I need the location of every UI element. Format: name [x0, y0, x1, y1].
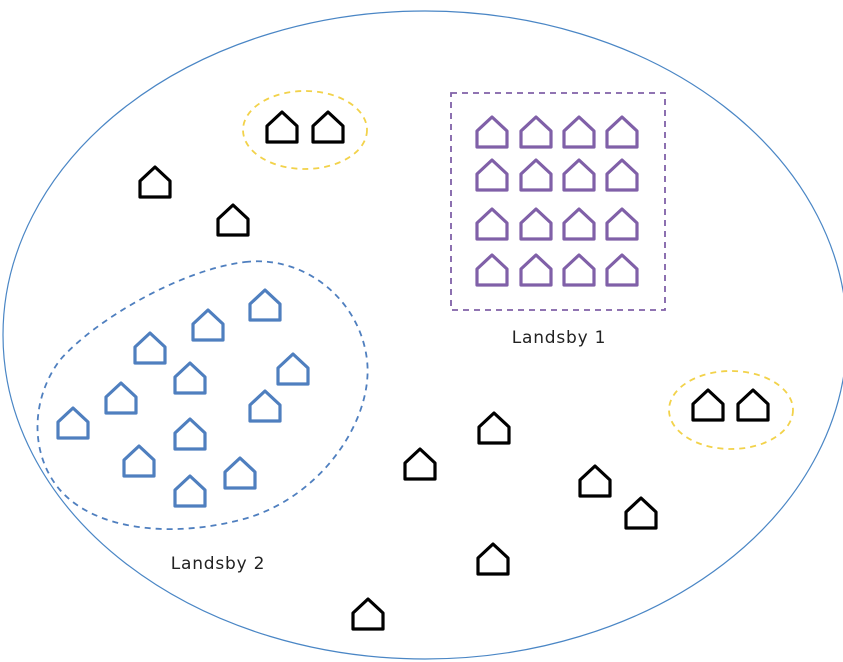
house-icon: [605, 253, 639, 287]
house-icon: [562, 253, 596, 287]
house-icon: [605, 158, 639, 192]
house-icon: [578, 464, 612, 498]
house-icon: [605, 115, 639, 149]
village-1-boundary: [450, 92, 666, 311]
pair-cluster-right-boundary: [668, 370, 794, 450]
house-icon: [562, 115, 596, 149]
village-2-boundary: [36, 260, 369, 531]
house-icon: [173, 417, 207, 451]
pair-cluster-top-boundary: [242, 90, 368, 170]
village-2-label: Landsby 2: [171, 554, 266, 574]
house-icon: [265, 110, 299, 144]
house-icon: [562, 207, 596, 241]
house-icon: [173, 474, 207, 508]
house-icon: [477, 411, 511, 445]
house-icon: [191, 308, 225, 342]
village-1-label: Landsby 1: [512, 328, 607, 348]
house-icon: [173, 361, 207, 395]
house-icon: [519, 207, 553, 241]
house-icon: [624, 496, 658, 530]
house-icon: [475, 207, 509, 241]
house-icon: [562, 158, 596, 192]
house-icon: [475, 158, 509, 192]
house-icon: [122, 444, 156, 478]
outer-boundary: [2, 10, 843, 660]
house-icon: [475, 115, 509, 149]
houses-layer: [56, 110, 770, 631]
house-icon: [403, 447, 437, 481]
house-icon: [476, 542, 510, 576]
house-icon: [691, 388, 725, 422]
house-icon: [56, 406, 90, 440]
house-icon: [736, 388, 770, 422]
house-icon: [519, 253, 553, 287]
house-icon: [351, 597, 385, 631]
house-icon: [248, 389, 282, 423]
house-icon: [311, 110, 345, 144]
house-icon: [248, 288, 282, 322]
house-icon: [475, 253, 509, 287]
house-icon: [519, 115, 553, 149]
house-icon: [216, 203, 250, 237]
house-icon: [138, 165, 172, 199]
house-icon: [276, 352, 310, 386]
house-icon: [133, 331, 167, 365]
house-icon: [605, 207, 639, 241]
house-icon: [519, 158, 553, 192]
house-icon: [104, 381, 138, 415]
house-icon: [223, 456, 257, 490]
